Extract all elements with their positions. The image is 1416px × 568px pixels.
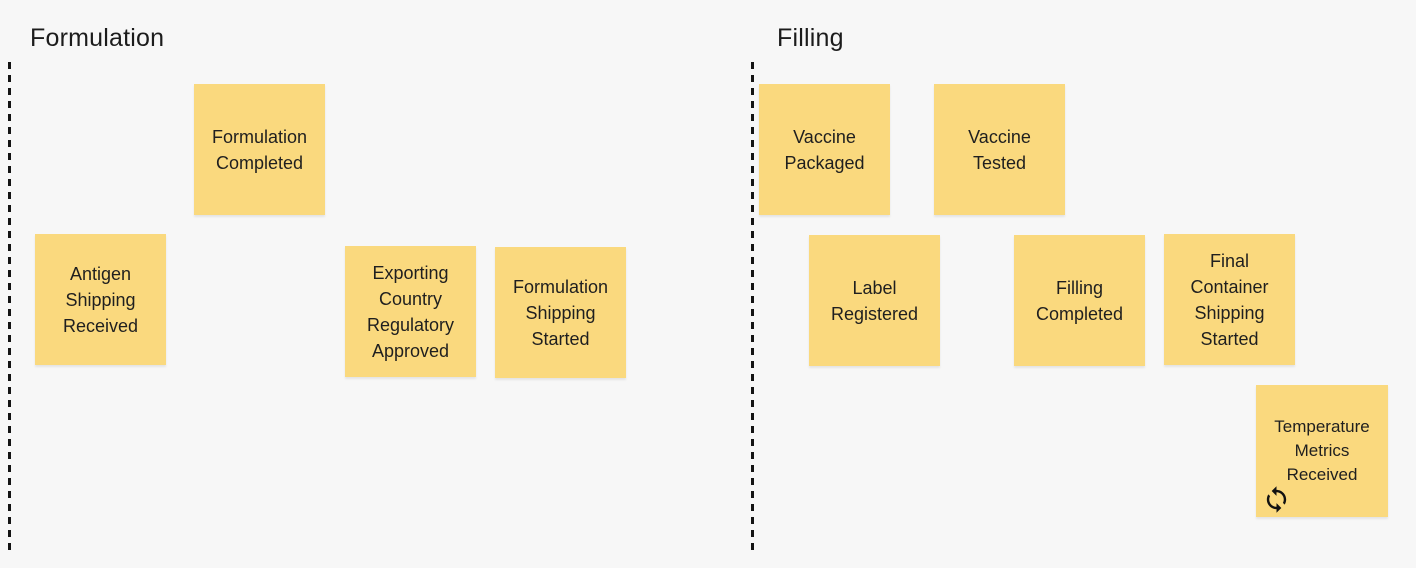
note-label: Antigen Shipping Received (62, 263, 139, 336)
sticky-note-formulation-completed[interactable]: Formulation Completed (194, 84, 325, 215)
sticky-note-vaccine-tested[interactable]: Vaccine Tested (934, 84, 1065, 215)
sticky-note-final-container-shipping-started[interactable]: Final Container Shipping Started (1164, 234, 1295, 365)
note-label: Final Container Shipping Started (1190, 250, 1269, 349)
sticky-note-label-registered[interactable]: Label Registered (809, 235, 940, 366)
section-title-filling: Filling (777, 24, 844, 52)
sticky-note-formulation-shipping-started[interactable]: Formulation Shipping Started (495, 247, 626, 378)
note-label: Temperature Metrics Received (1274, 417, 1370, 484)
section-divider-filling (751, 62, 754, 550)
sticky-note-temperature-metrics-received[interactable]: Temperature Metrics Received (1256, 385, 1388, 517)
note-label: Label Registered (830, 277, 919, 324)
note-label: Filling Completed (1035, 277, 1124, 324)
sync-icon (1262, 485, 1291, 514)
section-title-formulation: Formulation (30, 24, 165, 52)
sticky-note-antigen-shipping-received[interactable]: Antigen Shipping Received (35, 234, 166, 365)
sticky-note-vaccine-packaged[interactable]: Vaccine Packaged (759, 84, 890, 215)
note-label: Exporting Country Regulatory Approved (366, 262, 455, 361)
note-label: Formulation Shipping Started (512, 276, 609, 349)
sticky-note-filling-completed[interactable]: Filling Completed (1014, 235, 1145, 366)
note-label: Vaccine Packaged (784, 126, 865, 173)
note-label: Formulation Completed (211, 126, 308, 173)
section-divider-formulation (8, 62, 11, 550)
sticky-note-exporting-country-regulatory-approved[interactable]: Exporting Country Regulatory Approved (345, 246, 476, 377)
note-label: Vaccine Tested (968, 126, 1031, 173)
